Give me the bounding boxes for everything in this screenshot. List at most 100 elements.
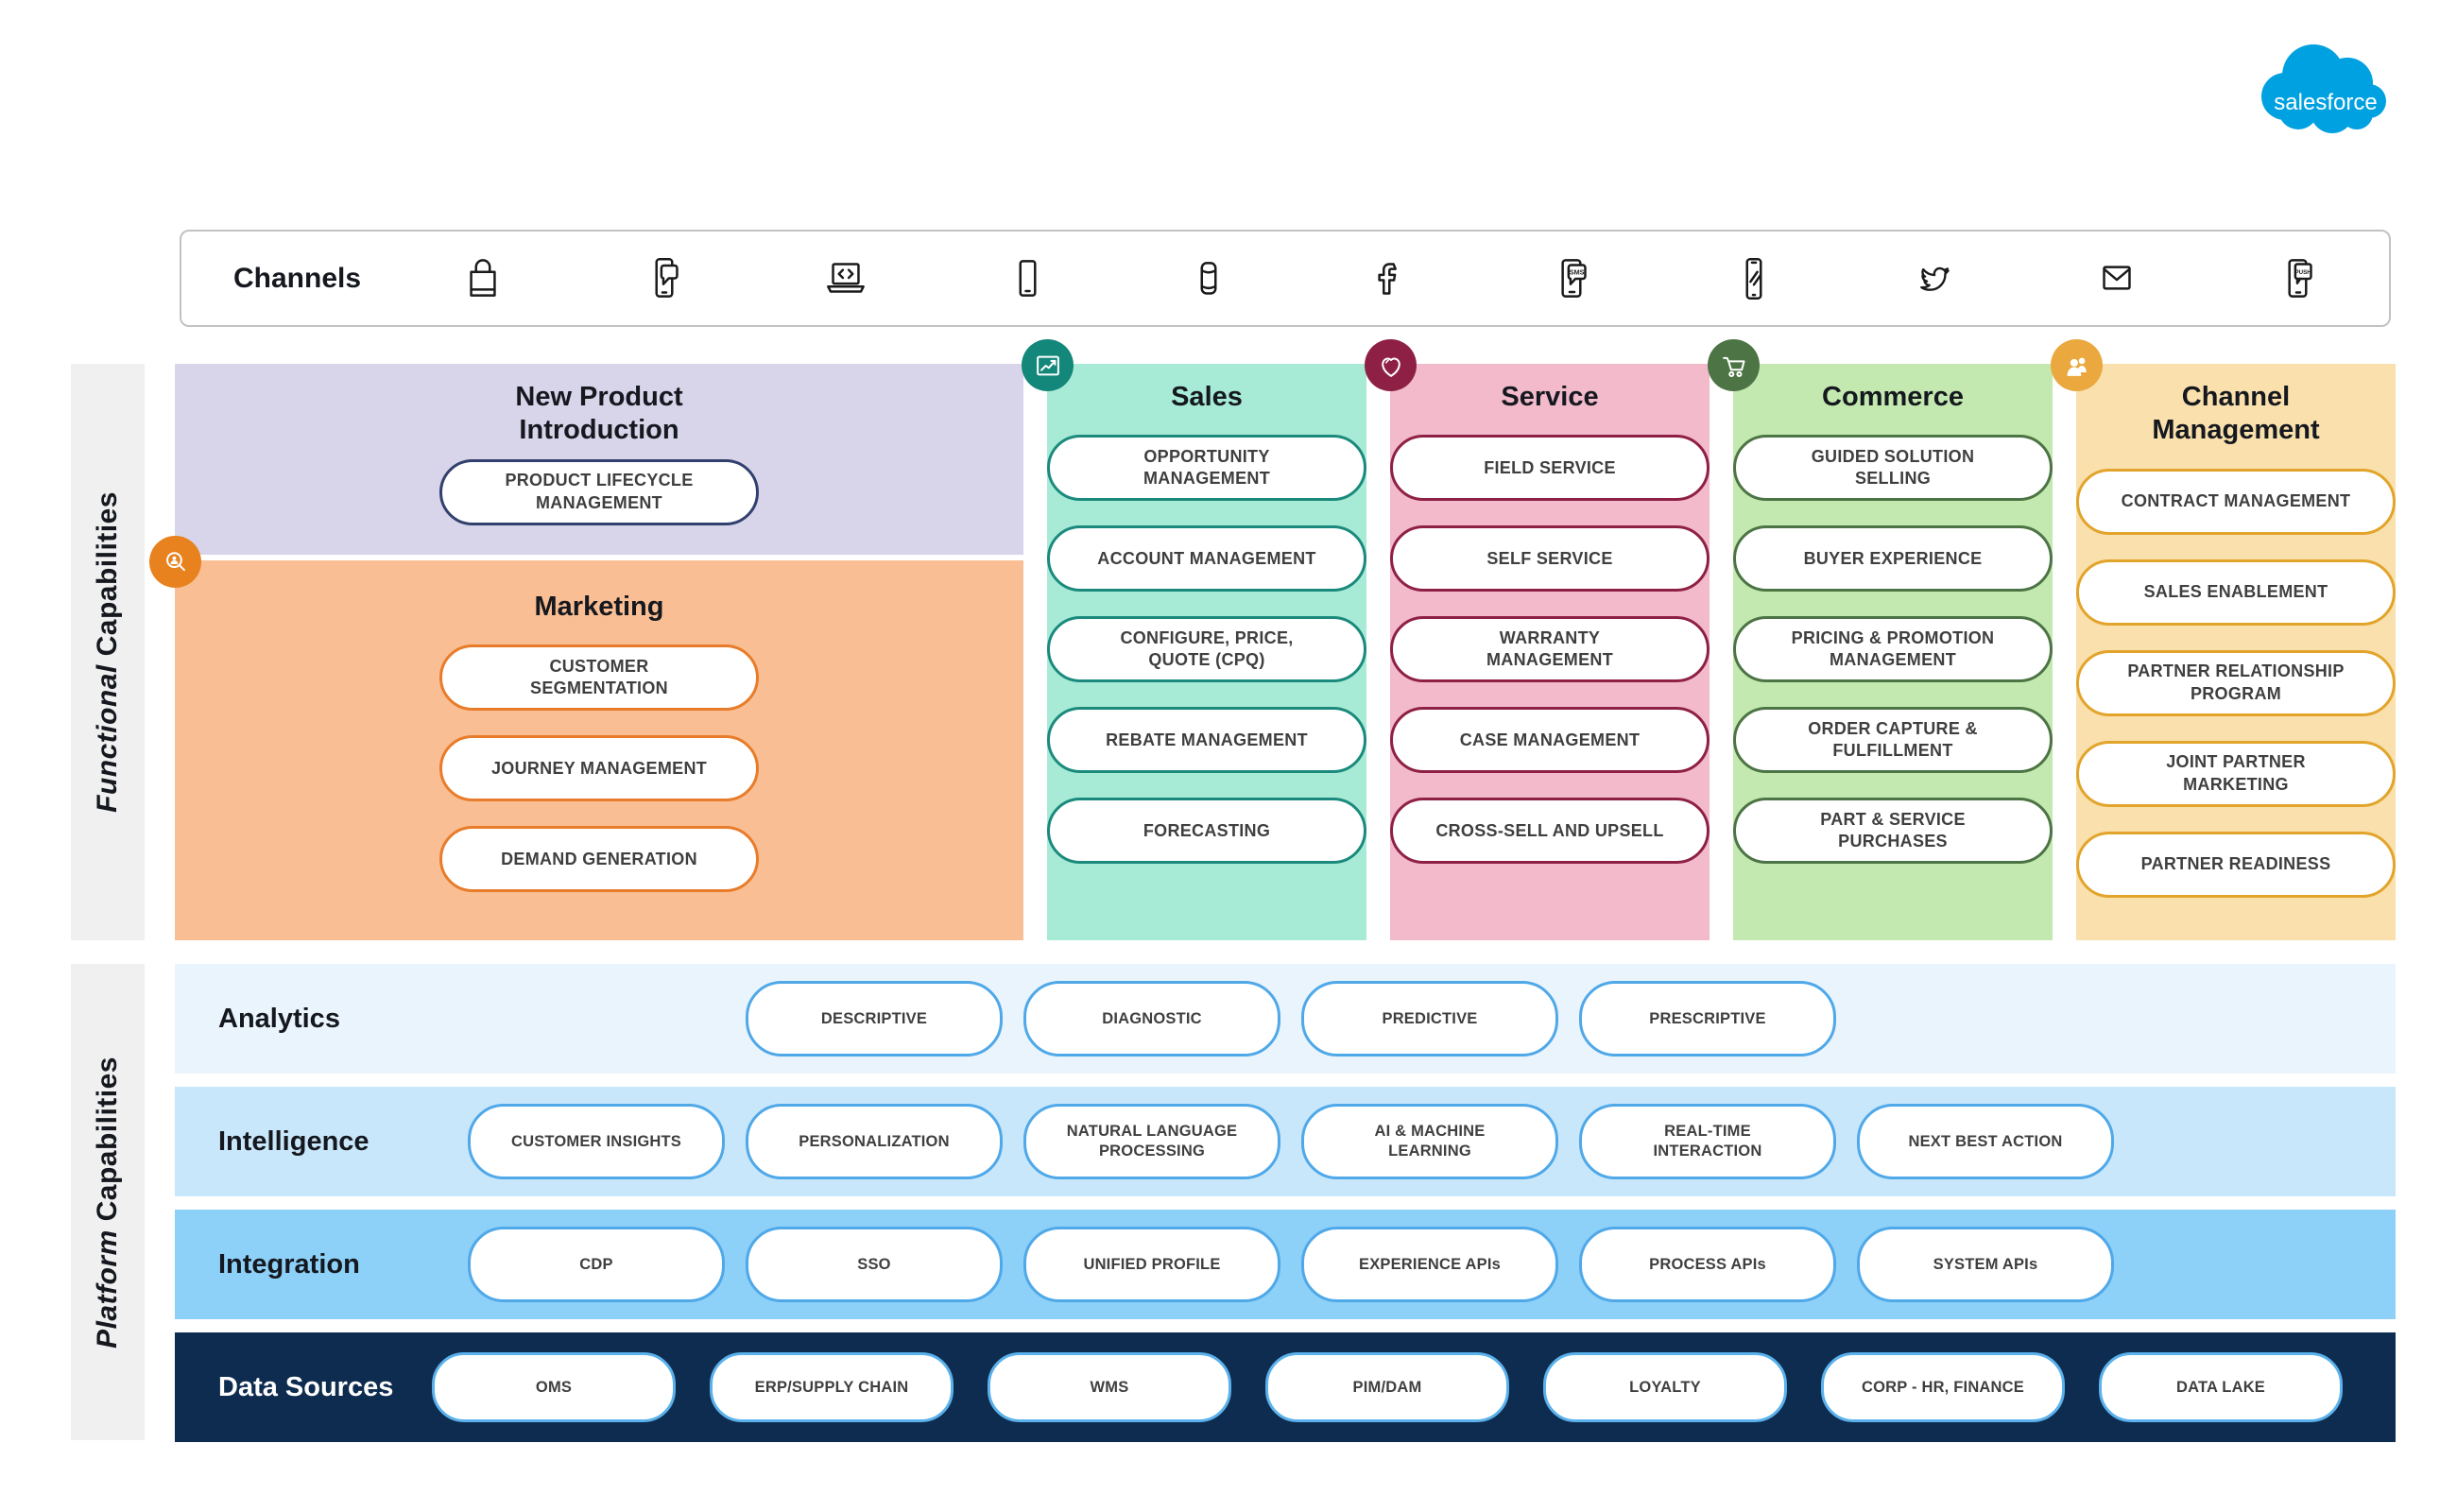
platform-pill: CDP (468, 1227, 725, 1302)
channels-label: Channels (233, 262, 362, 294)
row-label: Analytics (218, 1003, 340, 1034)
capability-pill: CROSS-SELL AND UPSELL (1390, 798, 1710, 865)
row-label: Data Sources (218, 1371, 394, 1402)
data-source-pill: ERP/SUPPLY CHAIN (710, 1352, 954, 1422)
mobile-icon (1745, 257, 1762, 300)
platform-capabilities-label: Platform Capabilities (92, 1056, 123, 1349)
capability-pill-list: CUSTOMER SEGMENTATION JOURNEY MANAGEMENT D… (439, 644, 759, 893)
capability-pill: CONTRACT MANAGEMENT (2076, 468, 2396, 535)
column-title: Marketing (534, 592, 664, 622)
platform-pill: PRESCRIPTIVE (1579, 981, 1836, 1057)
pill-list: CDP SSO UNIFIED PROFILE EXPERIENCE APIs PROC… (468, 1227, 2114, 1302)
capability-pill: CASE MANAGEMENT (1390, 707, 1710, 774)
marketing-block: Marketing CUSTOMER SEGMENTATION JOURNEY M… (149, 536, 1023, 940)
capability-pill-list: PRODUCT LIFECYCLE MANAGEMENT (439, 458, 759, 525)
capability-pill: SALES ENABLEMENT (2076, 558, 2396, 626)
channels-bar: Channels (180, 230, 2391, 327)
data-source-pill: OMS (432, 1352, 676, 1422)
functional-capabilities-bar: Functional Capabilities (71, 364, 145, 940)
npi-marketing-column: New Product Introduction PRODUCT LIFECYC… (149, 364, 1023, 940)
people-icon (2067, 357, 2087, 376)
capability-pill: GUIDED SOLUTION SELLING (1733, 435, 2053, 502)
column-title: Channel Management (2152, 382, 2320, 446)
platform-pill: NATURAL LANGUAGE PROCESSING (1023, 1104, 1280, 1179)
laptop-code-icon (827, 262, 866, 293)
platform-pill: SSO (746, 1227, 1003, 1302)
channel-management-badge (2051, 339, 2103, 391)
platform-pill: EXPERIENCE APIs (1301, 1227, 1558, 1302)
platform-pill: CUSTOMER INSIGHTS (468, 1104, 725, 1179)
logo-text: salesforce (2274, 90, 2377, 115)
functional-columns: New Product Introduction PRODUCT LIFECYC… (149, 339, 2396, 940)
capability-pill: BUYER EXPERIENCE (1733, 525, 2053, 593)
row-label: Intelligence (218, 1125, 369, 1157)
channel-management-block: Channel Management CONTRACT MANAGEMENT SA… (2051, 339, 2396, 940)
search-person-icon (165, 551, 185, 571)
data-source-pill: DATA LAKE (2099, 1352, 2343, 1422)
capability-pill-list: CONTRACT MANAGEMENT SALES ENABLEMENT PARTN… (2076, 468, 2396, 898)
capability-pill: SELF SERVICE (1390, 525, 1710, 593)
svg-text:PUSH: PUSH (2294, 268, 2311, 275)
platform-capabilities-bar: Platform Capabilities (71, 964, 145, 1440)
sms-icon: SMS (1560, 258, 1587, 298)
data-source-pill: PIM/DAM (1265, 1352, 1509, 1422)
pill-list: CUSTOMER INSIGHTS PERSONALIZATION NATURAL … (468, 1104, 2114, 1179)
intelligence-row: Intelligence CUSTOMER INSIGHTS PERSONALIZ… (175, 1087, 2396, 1196)
service-block: Service FIELD SERVICE SELF SERVICE WARRANT… (1365, 339, 1710, 940)
smart-speaker-icon (1200, 261, 1217, 295)
capability-pill-list: FIELD SERVICE SELF SERVICE WARRANTY MANAGE… (1390, 435, 1710, 865)
capability-pill-list: GUIDED SOLUTION SELLING BUYER EXPERIENCE P… (1733, 435, 2053, 865)
twitter-icon (1919, 266, 1950, 291)
capability-pill: PRODUCT LIFECYCLE MANAGEMENT (439, 458, 759, 525)
shopping-bag-icon (470, 258, 496, 297)
capability-pill: PART & SERVICE PURCHASES (1733, 798, 2053, 865)
platform-pill: AI & MACHINE LEARNING (1301, 1104, 1558, 1179)
integration-row: Integration CDP SSO UNIFIED PROFILE EXPERIE… (175, 1210, 2396, 1319)
cart-icon (1722, 356, 1745, 377)
heart-icon (1381, 357, 1400, 377)
capability-pill: ACCOUNT MANAGEMENT (1047, 525, 1366, 593)
capability-pill: PARTNER RELATIONSHIP PROGRAM (2076, 649, 2396, 716)
capability-pill: FORECASTING (1047, 798, 1366, 865)
platform-pill: DESCRIPTIVE (746, 981, 1003, 1057)
marketing-badge (149, 536, 201, 588)
capability-pill: JOINT PARTNER MARKETING (2076, 740, 2396, 807)
platform-pill: PERSONALIZATION (746, 1104, 1003, 1179)
commerce-badge (1708, 339, 1760, 391)
capability-pill: REBATE MANAGEMENT (1047, 707, 1366, 774)
capability-pill: JOURNEY MANAGEMENT (439, 735, 759, 802)
platform-pill: PREDICTIVE (1301, 981, 1558, 1057)
commerce-block: Commerce GUIDED SOLUTION SELLING BUYER EX… (1708, 339, 2053, 940)
capability-pill: PARTNER READINESS (2076, 831, 2396, 898)
column-title: Service (1501, 382, 1599, 412)
row-label: Integration (218, 1248, 360, 1280)
platform-pill: UNIFIED PROFILE (1023, 1227, 1280, 1302)
capability-pill: CONFIGURE, PRICE, QUOTE (CPQ) (1047, 616, 1366, 683)
capability-pill: ORDER CAPTURE & FULFILLMENT (1733, 707, 2053, 774)
column-title: Sales (1171, 382, 1243, 412)
column-title: New Product Introduction (515, 382, 683, 446)
platform-pill: NEXT BEST ACTION (1857, 1104, 2114, 1179)
salesforce-logo: salesforce (2261, 44, 2386, 133)
phone-chat-icon (655, 257, 679, 298)
push-notification-icon: PUSH (2288, 258, 2312, 298)
facebook-icon (1378, 262, 1398, 295)
capability-pill: DEMAND GENERATION (439, 826, 759, 893)
capability-pill: WARRANTY MANAGEMENT (1390, 616, 1710, 683)
capability-pill: FIELD SERVICE (1390, 435, 1710, 502)
new-product-introduction-block: New Product Introduction PRODUCT LIFECYC… (175, 364, 1023, 555)
platform-pill: PROCESS APIs (1579, 1227, 1836, 1302)
capability-pill: CUSTOMER SEGMENTATION (439, 644, 759, 712)
svg-text:SMS: SMS (1569, 267, 1584, 276)
service-badge (1365, 339, 1417, 391)
email-icon (2103, 265, 2131, 290)
column-title: Commerce (1822, 382, 1964, 412)
tablet-icon (1019, 259, 1037, 297)
